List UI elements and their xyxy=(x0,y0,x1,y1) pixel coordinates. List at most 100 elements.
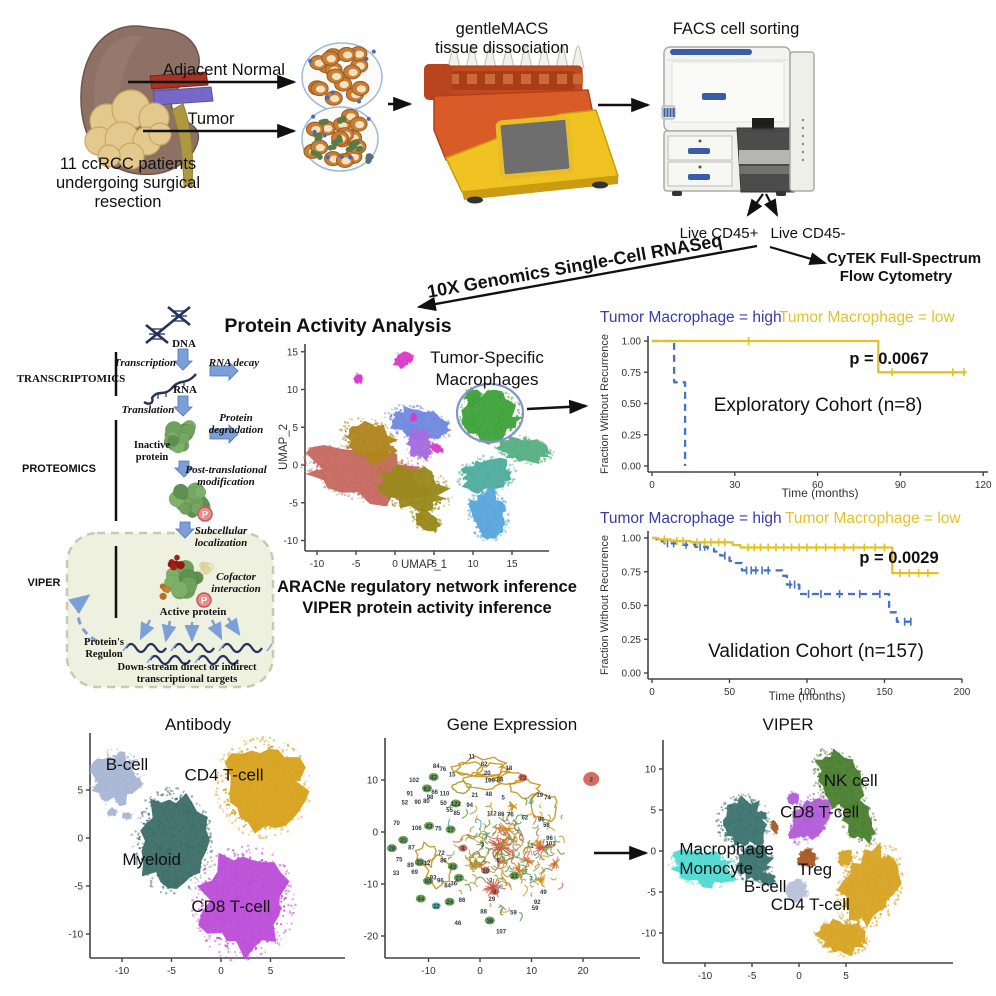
cluster-dot xyxy=(483,436,485,438)
cluster-dot xyxy=(290,904,293,907)
cluster-dot xyxy=(251,738,254,741)
cluster-dot xyxy=(396,450,398,453)
cluster-dot xyxy=(268,924,271,928)
cluster-dot xyxy=(419,421,422,424)
cluster-dot xyxy=(759,827,762,831)
cluster-dot xyxy=(286,743,290,746)
cluster-dot xyxy=(248,758,251,761)
cluster-dot xyxy=(270,938,273,942)
cluster-dot xyxy=(408,438,412,441)
cluster-dot xyxy=(205,834,209,837)
cluster-dot xyxy=(266,775,269,779)
cluster-dot xyxy=(237,794,240,797)
cluster-dot xyxy=(210,856,213,858)
cluster-dot xyxy=(505,509,507,512)
cluster-dot xyxy=(365,452,367,454)
cluster-dot xyxy=(462,416,465,419)
cluster-label: CD8 T-cell xyxy=(191,897,270,916)
cluster-dot xyxy=(179,796,181,798)
cluster-dot xyxy=(368,498,370,501)
cluster-dot xyxy=(228,813,230,815)
cluster-dot xyxy=(278,864,282,867)
cluster-dot xyxy=(525,439,529,442)
cluster-dot xyxy=(745,800,749,803)
cluster-dot xyxy=(421,453,424,456)
cluster-dot xyxy=(240,818,243,821)
cluster-dot xyxy=(429,489,432,492)
cluster-dot xyxy=(756,831,759,834)
cluster-dot xyxy=(286,789,289,792)
cluster-dot xyxy=(178,813,181,816)
ureter xyxy=(171,103,194,187)
cluster-dot xyxy=(103,788,106,791)
cluster-dot xyxy=(355,471,359,474)
cluster-dot xyxy=(226,893,229,896)
cluster-dot xyxy=(276,770,278,772)
cluster-dot xyxy=(536,461,540,464)
cluster-dot xyxy=(169,889,173,892)
cluster-dot xyxy=(431,452,434,455)
cluster-dot xyxy=(226,942,229,945)
cluster-dot xyxy=(444,431,448,435)
cluster-dot xyxy=(421,511,424,513)
inactive-protein-label2: protein xyxy=(136,452,169,463)
cluster-dot xyxy=(474,425,477,429)
cluster-dot xyxy=(539,460,543,463)
cluster-dot xyxy=(718,886,721,889)
cluster-dot xyxy=(494,394,497,398)
cluster-dot xyxy=(466,411,469,414)
cluster-dot xyxy=(304,798,307,800)
cluster-dot xyxy=(476,534,480,538)
cluster-dot xyxy=(245,882,248,886)
cluster-dot xyxy=(218,889,221,892)
cluster-dot xyxy=(246,799,249,801)
cluster-dot xyxy=(246,844,250,848)
cluster-dot xyxy=(458,483,461,486)
cluster-dot xyxy=(286,770,289,773)
cluster-dot xyxy=(418,414,422,417)
target-dna-waves xyxy=(122,642,273,666)
cluster-dot xyxy=(393,461,397,465)
cluster-dot xyxy=(234,819,237,822)
cluster-dot xyxy=(380,467,383,470)
km1-xlabel: Time (months) xyxy=(782,486,859,500)
cluster-dot xyxy=(270,765,273,768)
cluster-dot xyxy=(351,450,355,454)
km1-cohort-label: Exploratory Cohort (n=8) xyxy=(714,395,923,416)
cluster-dot xyxy=(332,454,335,458)
cluster-dot xyxy=(492,491,496,495)
cluster-dot xyxy=(254,824,256,827)
cluster-dot xyxy=(120,773,122,775)
cluster-dot xyxy=(451,496,453,499)
cluster-dot xyxy=(372,491,376,494)
cluster-dot xyxy=(171,883,175,887)
cluster-dot xyxy=(183,790,185,793)
cluster-dot xyxy=(359,471,362,474)
cluster-dot xyxy=(228,869,231,872)
cluster-dot xyxy=(397,403,401,407)
cluster-dot xyxy=(398,499,401,502)
cluster-dot xyxy=(398,461,401,464)
cluster-dot xyxy=(199,865,202,868)
ptm-label1: Post-translational xyxy=(185,464,267,476)
cluster-dot xyxy=(406,448,409,451)
cluster-dot xyxy=(233,792,236,796)
cluster-dot xyxy=(292,785,295,787)
cluster-dot xyxy=(297,765,300,768)
cluster-dot xyxy=(387,475,390,478)
cluster-dot xyxy=(481,518,484,520)
cluster-dot xyxy=(431,425,434,428)
cluster-dot xyxy=(374,422,378,426)
cluster-dot xyxy=(441,423,444,427)
cluster-dot xyxy=(741,827,745,830)
tumor-cell xyxy=(345,146,352,153)
cluster-dot xyxy=(245,794,249,798)
cluster-dot xyxy=(422,407,425,410)
cluster-dot xyxy=(362,501,365,504)
cluster-dot xyxy=(507,483,510,486)
cluster-dot xyxy=(433,507,436,511)
cluster-dot xyxy=(162,887,164,890)
cluster-dot xyxy=(372,478,375,480)
cluster-dot xyxy=(513,402,516,405)
cluster-dot xyxy=(710,886,713,889)
